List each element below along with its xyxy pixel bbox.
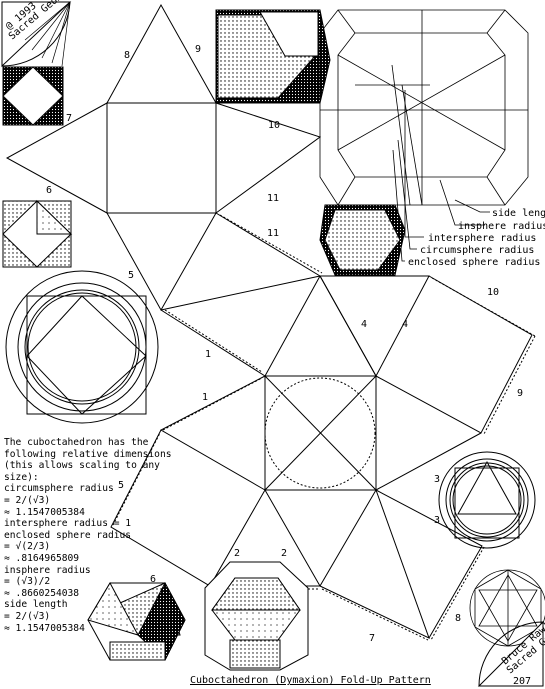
tile-left (2, 199, 73, 268)
footer-title: Cuboctahedron (Dymaxion) Fold-Up Pattern (190, 675, 431, 686)
label-circumsphere-radius: circumsphere radius (420, 245, 534, 256)
dimension-line: ≈ .8164965809 (4, 552, 80, 564)
edge-label-1b: 1 (202, 392, 208, 403)
edge-label-7b: 7 (369, 633, 375, 644)
dimension-line: = √(2/3) (4, 541, 51, 553)
dimension-line: size): (4, 471, 39, 483)
edge-label-3a: 3 (434, 474, 440, 485)
edge-label-11a: 11 (267, 193, 279, 204)
render-top (215, 9, 331, 104)
net (5, 3, 536, 641)
dimension-line: ≈ .8660254038 (4, 587, 80, 599)
logo-bottom: 207 Bruce Rawles Sacred Geometry Design … (477, 540, 545, 687)
edge-label-3b: 3 (434, 515, 440, 526)
edge-label-11b: 11 (267, 228, 279, 239)
edge-label-9: 9 (195, 44, 201, 55)
logo-top: @ 1993 Sacred Geometry (1, 0, 83, 68)
edge-label-10a: 10 (268, 120, 280, 131)
dimension-line: enclosed sphere radius (4, 529, 132, 541)
edge-label-8b: 8 (455, 613, 461, 624)
edge-label-1a: 1 (205, 349, 211, 360)
callout-lines (392, 90, 490, 262)
edge-label-10b: 10 (487, 287, 499, 298)
edge-label-5b: 5 (118, 480, 124, 491)
star-figure (469, 569, 545, 647)
dimension-line: ≈ 1.1547005384 (4, 622, 85, 634)
render-bottom-center (204, 561, 309, 671)
label-side-length: side length (492, 208, 545, 219)
callout-labels: side length insphere radius intersphere … (408, 208, 545, 268)
render-small (319, 204, 406, 276)
net-square-top (106, 102, 217, 214)
dimension-line: = (√3)/2 (4, 576, 51, 588)
net-triangle-middle (106, 212, 217, 312)
circle-figure-right (438, 451, 536, 549)
label-insphere-radius: insphere radius (458, 221, 545, 232)
net-triangle-top (106, 3, 217, 104)
edge-label-6: 6 (46, 185, 52, 196)
dimension-line: intersphere radius = 1 (4, 518, 132, 530)
dimension-line: insphere radius (4, 564, 91, 576)
edge-label-9b: 9 (517, 388, 523, 399)
edge-label-5a: 5 (128, 270, 134, 281)
dimension-line: = 2/(√3) (4, 610, 51, 622)
dimension-line: (this allows scaling to any (4, 460, 160, 472)
circle-figure-left (5, 270, 159, 424)
label-intersphere-radius: intersphere radius (428, 233, 536, 244)
net-triangle-left (5, 102, 108, 214)
dimension-line: = 2/(√3) (4, 494, 51, 506)
edge-labels: 8 9 7 10 6 11 11 5 4 4 10 1 1 9 5 3 3 2 … (46, 44, 523, 644)
page-number: 207 (513, 676, 531, 687)
edge-label-4a: 4 (361, 319, 367, 330)
dimension-line: ≈ 1.1547005384 (4, 506, 85, 518)
tile-top-left (2, 66, 64, 126)
dimension-line: The cuboctahedron has the (4, 437, 149, 448)
edge-label-2a: 2 (234, 548, 240, 559)
cube-perspective (319, 9, 529, 206)
edge-label-8: 8 (124, 50, 130, 61)
edge-label-7: 7 (66, 113, 72, 124)
label-enclosed-sphere-radius: enclosed sphere radius (408, 257, 540, 268)
render-bottom-left (87, 581, 186, 661)
dimension-line: side length (4, 599, 68, 611)
dimension-line: circumsphere radius (4, 483, 114, 495)
edge-label-4b: 4 (402, 319, 408, 330)
dimension-line: following relative dimensions (4, 448, 172, 460)
edge-label-2b: 2 (281, 548, 287, 559)
edge-label-6b: 6 (150, 574, 156, 585)
